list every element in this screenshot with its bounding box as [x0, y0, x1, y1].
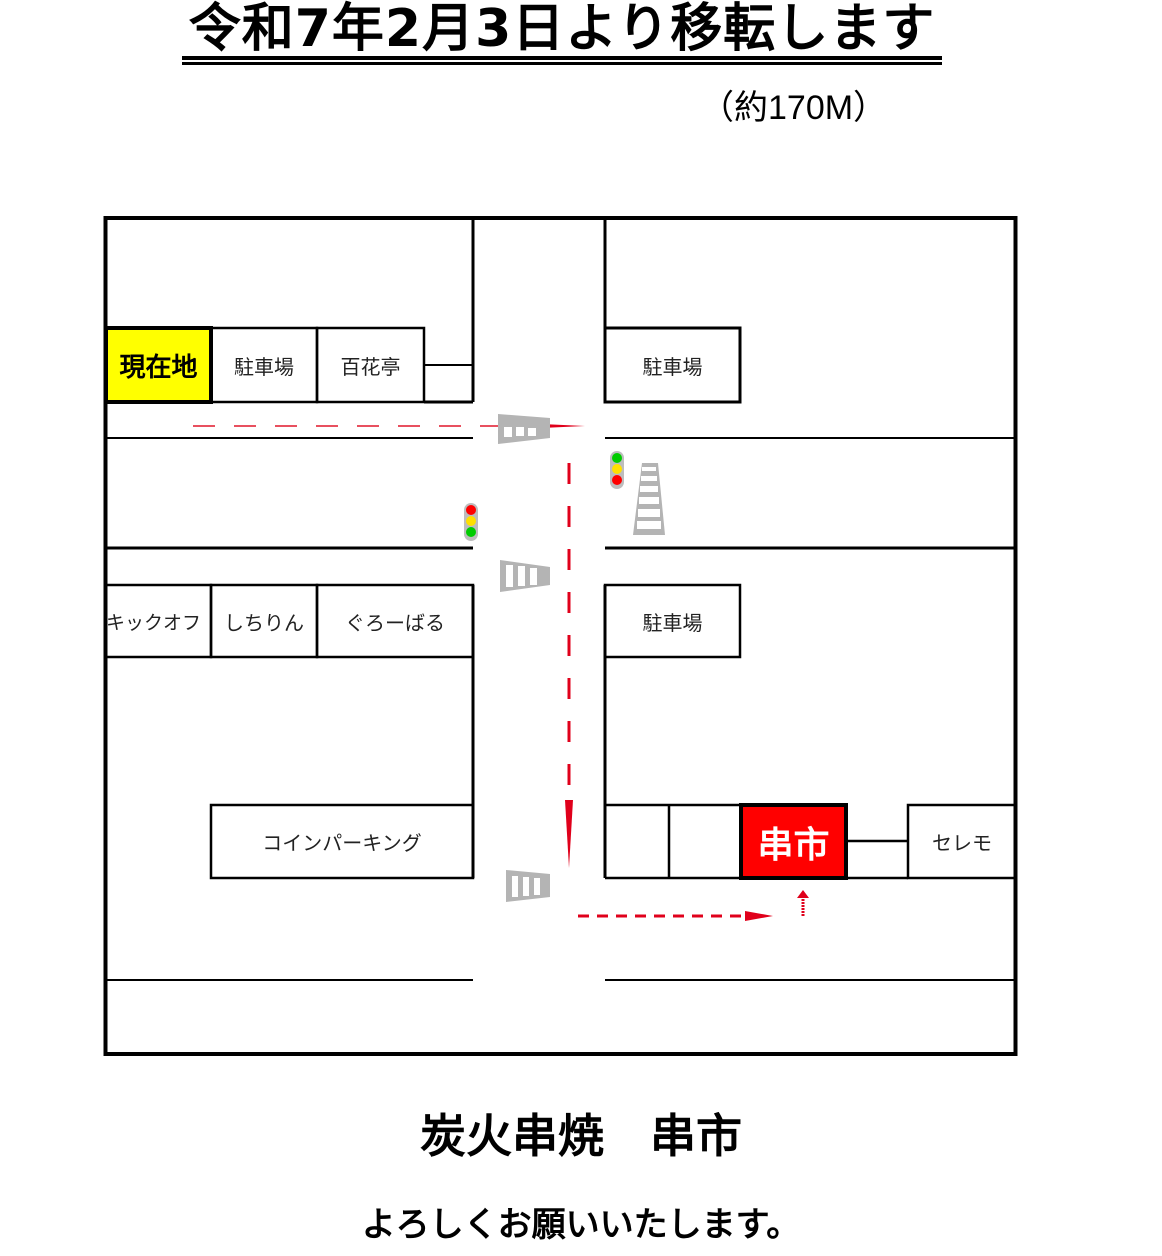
shop-kickoff: キックオフ	[106, 611, 202, 634]
shop-global: ぐろーばる	[345, 610, 445, 635]
shop-shichirin: しちりん	[224, 610, 304, 635]
traffic-light-icon	[464, 503, 478, 541]
title-underline	[182, 62, 942, 65]
parking-ne: 駐車場	[642, 354, 703, 379]
crosswalk-icon	[500, 560, 550, 592]
greeting: よろしくお願いいたします。	[361, 1205, 801, 1245]
coin-parking: コインパーキング	[262, 831, 422, 855]
page-title: 令和7年2月3日より移転します	[188, 0, 936, 59]
current-location-marker: 現在地	[119, 352, 198, 383]
shop-ceremo: セレモ	[932, 831, 992, 855]
parking-nw: 駐車場	[234, 354, 294, 379]
parking-se: 駐車場	[642, 610, 703, 635]
crosswalk-icon	[506, 870, 550, 902]
title-underline	[182, 56, 942, 60]
crosswalk-icon	[633, 463, 665, 535]
crosswalk-icon	[498, 414, 550, 444]
shop-hyakkatei: 百花亭	[340, 354, 401, 379]
traffic-light-icon	[610, 451, 624, 489]
destination-kushiichi: 串市	[757, 824, 830, 866]
distance-note: （約170M）	[700, 89, 888, 127]
shop-name: 炭火串焼 串市	[420, 1109, 742, 1163]
